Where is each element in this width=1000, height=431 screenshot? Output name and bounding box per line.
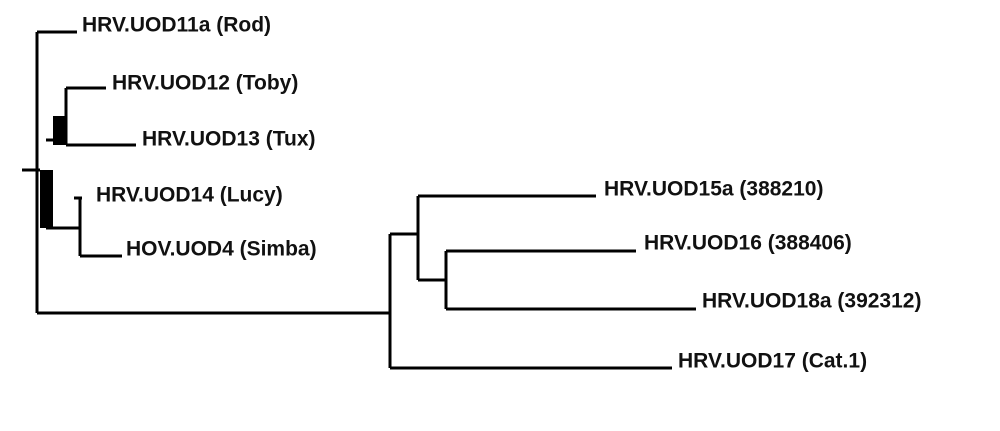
leaf-labels: HRV.UOD11a (Rod) HRV.UOD12 (Toby) HRV.UO… bbox=[82, 14, 921, 373]
leaf-label-392312: HRV.UOD18a (392312) bbox=[702, 290, 921, 313]
leaf-label-388210: HRV.UOD15a (388210) bbox=[604, 178, 823, 201]
leaf-label-cat1: HRV.UOD17 (Cat.1) bbox=[678, 350, 867, 373]
node-bar-root bbox=[40, 170, 53, 228]
node-bar-toby-tux bbox=[53, 116, 66, 145]
node-bars bbox=[40, 116, 66, 228]
leaf-label-simba: HOV.UOD4 (Simba) bbox=[126, 238, 317, 261]
leaf-label-lucy: HRV.UOD14 (Lucy) bbox=[96, 184, 283, 207]
tree-branches bbox=[22, 30, 696, 370]
leaf-label-rod: HRV.UOD11a (Rod) bbox=[82, 14, 271, 37]
leaf-label-tux: HRV.UOD13 (Tux) bbox=[142, 128, 316, 151]
leaf-label-388406: HRV.UOD16 (388406) bbox=[644, 232, 852, 255]
leaf-label-toby: HRV.UOD12 (Toby) bbox=[112, 72, 298, 95]
